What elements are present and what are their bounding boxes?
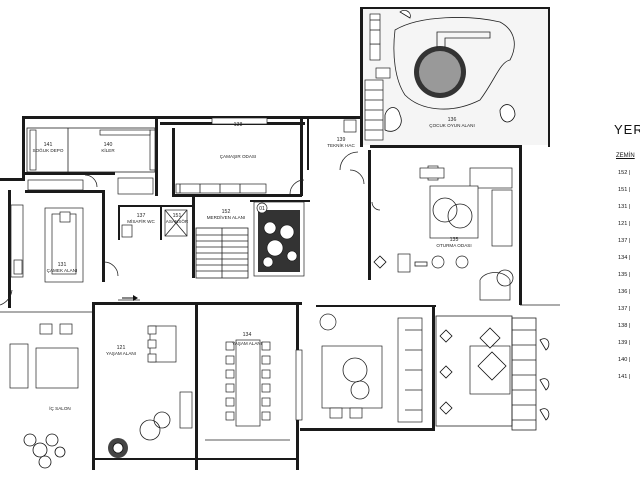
terrace bbox=[435, 304, 560, 431]
laundry-room bbox=[175, 117, 305, 195]
indoor-salon bbox=[0, 311, 92, 469]
salon-name: İÇ SALON bbox=[49, 405, 70, 411]
sitting-room bbox=[373, 165, 514, 301]
legend-row: 131 | bbox=[618, 204, 631, 210]
legend-row: 138 | bbox=[618, 323, 631, 329]
room-134-name: YAŞAM ALANI bbox=[232, 341, 262, 346]
technical-room bbox=[339, 119, 359, 171]
legend-row: 152 | bbox=[618, 170, 631, 176]
play-area bbox=[363, 9, 548, 145]
room-152-number: 152 bbox=[222, 209, 231, 215]
legend-row: 141 | bbox=[618, 374, 631, 380]
room-138-number: 138 bbox=[234, 122, 243, 128]
legend-row: 137 | bbox=[618, 238, 631, 244]
stair-tag: 01 bbox=[259, 206, 265, 212]
room-139-name: TEKNİK HAC bbox=[327, 142, 355, 148]
legend-row: 121 | bbox=[618, 221, 631, 227]
legend-title: YER bbox=[614, 122, 640, 137]
room-136-number: 136 bbox=[448, 117, 457, 123]
room-131-name: ÇAMEK ALANI bbox=[47, 268, 78, 273]
doors bbox=[84, 169, 381, 301]
room-131-number: 131 bbox=[58, 262, 67, 268]
room-legend: YER ZEMİN 152 | 151 | 131 | 121 | 137 | … bbox=[598, 118, 640, 480]
wc-elevator bbox=[117, 177, 188, 238]
legend-row: 140 | bbox=[618, 357, 631, 363]
dining-area bbox=[205, 339, 303, 441]
staircase bbox=[195, 201, 305, 279]
room-135-name: OTURMA ODASI bbox=[436, 243, 471, 248]
room-121-number: 121 bbox=[117, 345, 126, 351]
room-141-name: SOĞUK DEPO bbox=[33, 147, 64, 153]
room-141-number: 141 bbox=[44, 142, 53, 148]
kitchen bbox=[0, 179, 84, 306]
legend-subtitle: ZEMİN bbox=[616, 153, 635, 159]
legend-row: 135 | bbox=[618, 272, 631, 278]
legend-row: 139 | bbox=[618, 340, 631, 346]
room-137-name: MİSAFİR WC bbox=[127, 218, 155, 224]
room-140-number: 140 bbox=[104, 142, 113, 148]
legend-row: 151 | bbox=[618, 187, 631, 193]
lounge-area bbox=[319, 313, 423, 423]
room-137-number: 137 bbox=[137, 213, 146, 219]
room-121-name: YAŞAM ALANI bbox=[106, 351, 136, 356]
room-labels: 141 SOĞUK DEPO 140 KİLER 138 ÇAMAŞIR ODA… bbox=[33, 117, 475, 411]
room-134-number: 134 bbox=[243, 332, 252, 338]
room-139-number: 139 bbox=[337, 137, 346, 143]
room-136-name: ÇOCUK OYUN ALANI bbox=[429, 123, 474, 128]
room-140-name: KİLER bbox=[101, 147, 115, 153]
room-152-name: MERDİVEN ALANI bbox=[207, 214, 246, 220]
storage-rooms bbox=[26, 127, 156, 173]
room-135-number: 135 bbox=[450, 237, 459, 243]
legend-row: 137 | bbox=[618, 306, 631, 312]
legend-row: 136 | bbox=[618, 289, 631, 295]
room-151-name: ASANSÖR bbox=[166, 218, 189, 224]
living-area-121 bbox=[108, 299, 193, 458]
legend-row: 134 | bbox=[618, 255, 631, 261]
room-151-number: 151 bbox=[173, 213, 182, 219]
room-138-name: ÇAMAŞIR ODASI bbox=[220, 154, 257, 159]
